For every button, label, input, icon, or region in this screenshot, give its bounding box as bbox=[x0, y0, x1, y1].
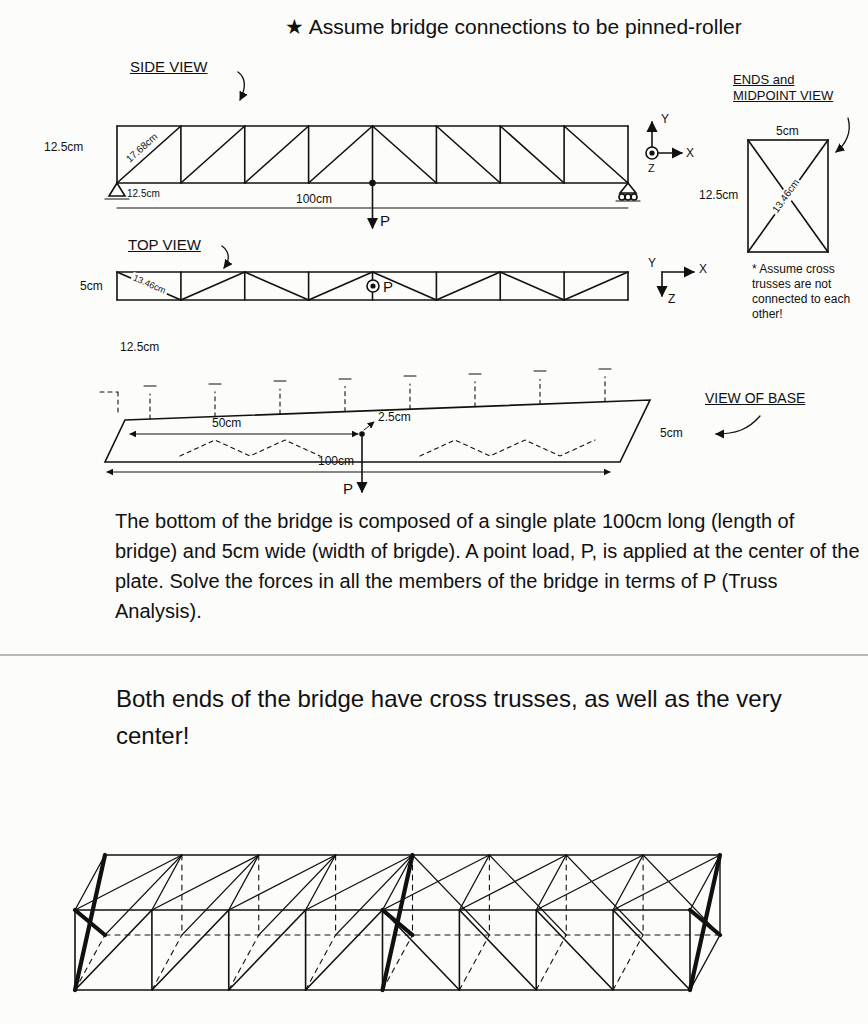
dimension-label: 2.5cm bbox=[378, 410, 411, 425]
dimension-label: 12.5cm bbox=[699, 188, 738, 203]
dimension-label: 5cm bbox=[660, 426, 683, 441]
dimension-label: 5cm bbox=[80, 279, 103, 294]
note-text: * Assume cross trusses are not connected… bbox=[752, 262, 856, 322]
dimension-label: 13.46cm bbox=[129, 272, 169, 298]
dimension-label: 100cm bbox=[296, 192, 332, 207]
dimension-label: 50cm bbox=[212, 416, 241, 431]
load-label: P bbox=[380, 212, 390, 231]
load-label: P bbox=[343, 480, 353, 499]
view-title: ENDS and MIDPOINT VIEW bbox=[733, 72, 845, 105]
axis-label: Z bbox=[668, 292, 675, 307]
view-title: SIDE VIEW bbox=[130, 58, 208, 77]
dimension-label: 12.5cm bbox=[120, 340, 159, 355]
view-title: TOP VIEW bbox=[128, 236, 201, 255]
problem-statement: The bottom of the bridge is composed of … bbox=[115, 506, 860, 626]
note-text: Both ends of the bridge have cross truss… bbox=[116, 680, 816, 754]
axis-label: X bbox=[686, 146, 694, 161]
dimension-label: 5cm bbox=[776, 124, 799, 139]
axis-label: Y bbox=[661, 112, 669, 127]
axis-label: Y bbox=[648, 256, 656, 271]
dimension-label: 100cm bbox=[318, 454, 354, 469]
view-title: VIEW OF BASE bbox=[705, 390, 805, 408]
dimension-label: 12.5cm bbox=[127, 188, 160, 201]
note-text: ★ Assume bridge connections to be pinned… bbox=[285, 14, 742, 40]
dimension-label: 12.5cm bbox=[44, 140, 83, 155]
axis-label: Z bbox=[648, 162, 655, 176]
axis-label: X bbox=[699, 262, 707, 277]
load-label: P bbox=[383, 278, 393, 297]
